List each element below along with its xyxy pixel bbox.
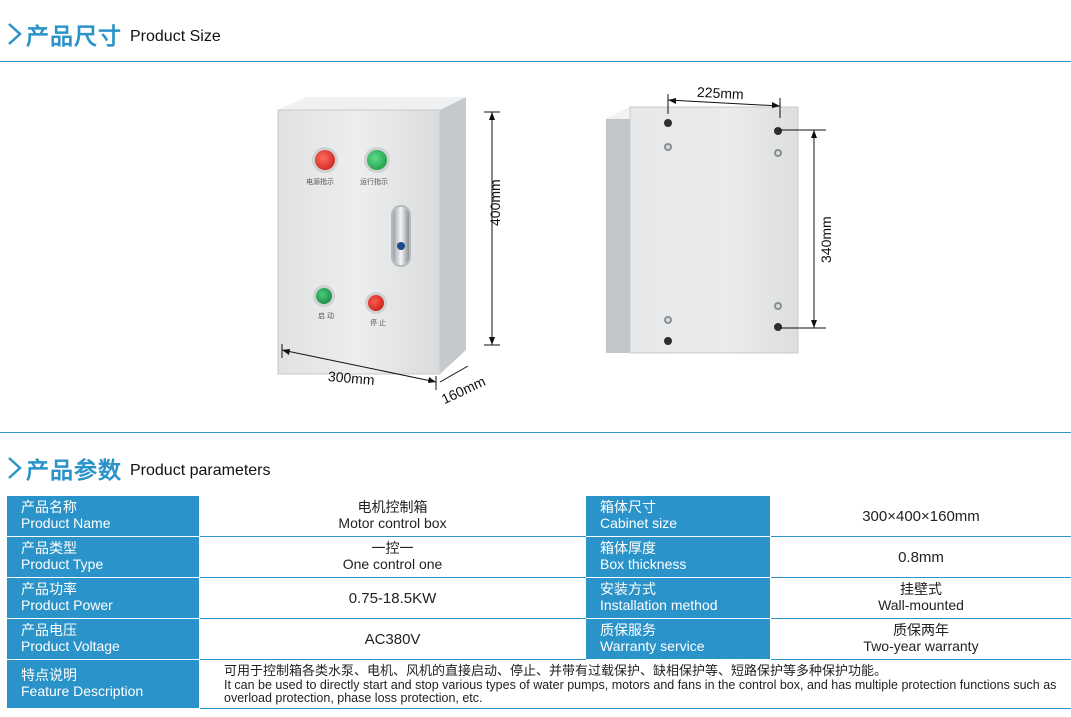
button-green-start	[316, 288, 332, 304]
front-dimension-lines	[281, 111, 500, 390]
params-title-cn: 产品参数	[26, 458, 122, 484]
lamp-red-top	[315, 150, 335, 170]
value-cell: AC380V	[199, 618, 586, 660]
button-label-start: 启 动	[318, 313, 334, 320]
back-cabinet-image	[606, 106, 799, 354]
chevron-right-icon	[8, 457, 22, 479]
back-width-dim: 225mm	[696, 83, 745, 103]
button-red-stop	[368, 295, 384, 311]
size-title-cn: 产品尺寸	[26, 24, 122, 50]
params-title-en: Product parameters	[130, 462, 271, 479]
lock-icon	[397, 242, 405, 250]
feature-description-cell: 可用于控制箱各类水泵、电机、风机的直接启动、停止、并带有过载保护、缺相保护等、短…	[199, 659, 1071, 709]
params-top-divider	[0, 432, 1071, 433]
size-section-header: 产品尺寸 Product Size	[6, 14, 221, 54]
value-cell: 0.75-18.5KW	[199, 577, 586, 619]
front-cabinet-image	[277, 97, 466, 375]
value-cell: 0.8mm	[770, 536, 1071, 578]
button-label-stop: 停 止	[370, 320, 386, 327]
lamp-label-run: 运行指示	[360, 179, 388, 186]
size-divider	[0, 61, 1071, 62]
lamp-green-top	[367, 150, 387, 170]
door-handle	[393, 207, 409, 265]
params-section-header: 产品参数 Product parameters	[6, 448, 271, 488]
value-cell: 300×400×160mm	[770, 495, 1071, 537]
size-title-en: Product Size	[130, 28, 221, 45]
front-height-dim: 400mm	[487, 179, 503, 226]
lamp-label-power: 电源指示	[306, 179, 334, 186]
back-dimension-lines	[667, 94, 826, 329]
chevron-right-icon	[8, 23, 22, 45]
back-height-dim: 340mm	[818, 216, 834, 263]
